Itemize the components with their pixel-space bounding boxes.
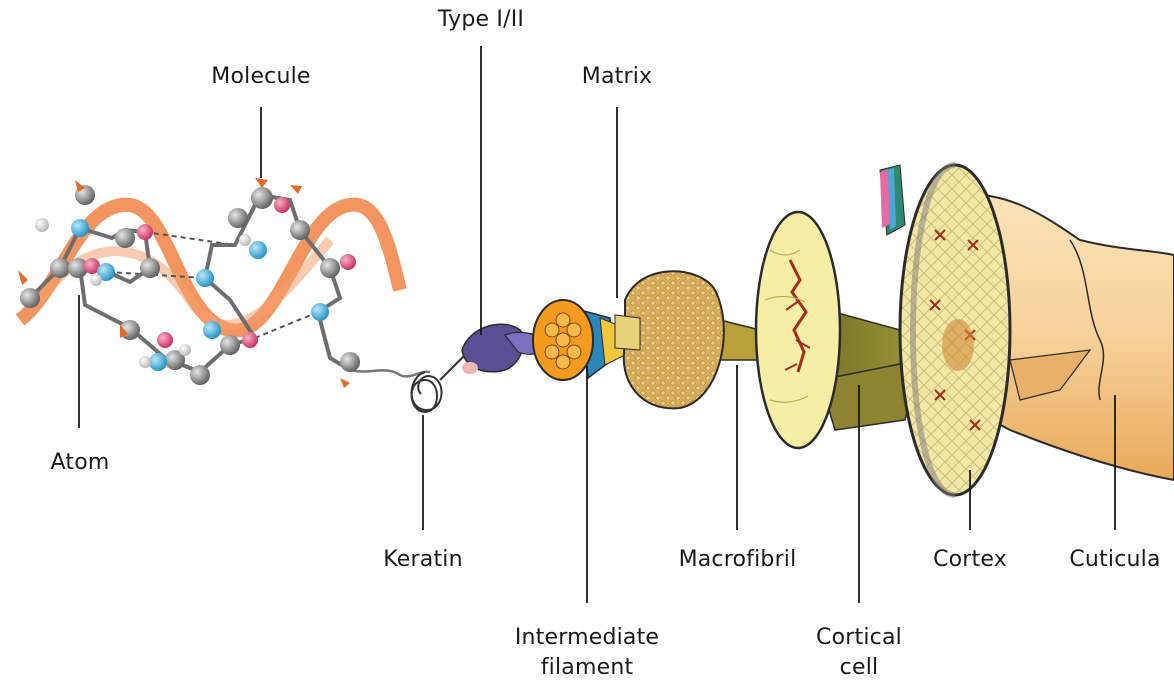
keratin-coil (412, 350, 471, 412)
hair-shaft (880, 165, 1174, 495)
label-matrix: Matrix (556, 62, 678, 92)
label-cuticula: Cuticula (1056, 545, 1174, 575)
macrofibril (615, 271, 770, 408)
label-cortex: Cortex (915, 545, 1025, 575)
label-intermediate-filament: Intermediate filament (497, 623, 677, 683)
label-type: Type I/II (410, 5, 552, 35)
intermediate-filament (533, 300, 625, 380)
label-atom: Atom (30, 448, 130, 478)
label-molecule: Molecule (190, 62, 332, 92)
label-cortical-cell: Cortical cell (799, 623, 919, 683)
label-keratin: Keratin (362, 545, 484, 575)
label-macrofibril: Macrofibril (660, 545, 815, 575)
